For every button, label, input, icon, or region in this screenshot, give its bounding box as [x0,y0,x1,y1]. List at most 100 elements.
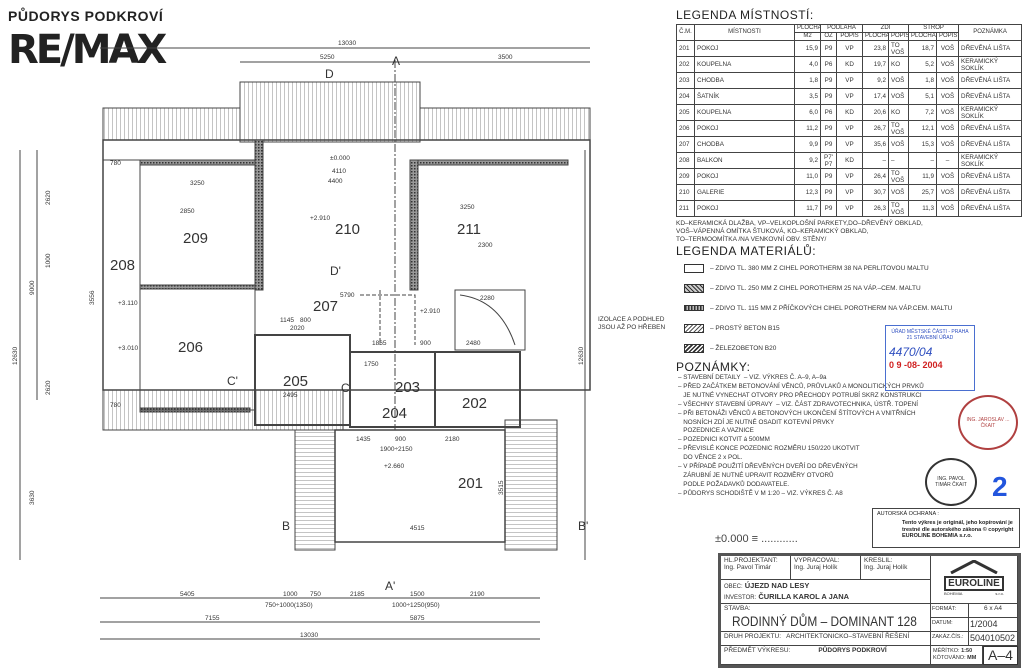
room-203: 203 [395,379,420,396]
floor-plan: D A D' C' C B B' A' 201 202 203 204 205 … [12,40,591,640]
sheet-mark: 2 [992,471,1008,502]
table-cell: 211 [676,200,695,217]
sheet-number: A–4 [983,646,1018,665]
room-209: 209 [183,230,208,247]
svg-text:12630: 12630 [578,347,585,365]
table-cell: DŘEVĚNÁ LIŠTA [958,72,1023,89]
svg-text:1900÷2150: 1900÷2150 [380,446,413,453]
table-cell: VP [836,184,863,201]
table-cell: VOŠ [936,200,960,217]
table-cell: 6,0 [794,104,821,121]
table-cell: VOŠ [936,168,960,185]
svg-text:4110: 4110 [332,168,346,175]
svg-text:3500: 3500 [498,54,513,61]
table-cell: VOŠ [936,88,960,105]
notes-title: POZNÁMKY: [676,360,751,374]
table-cell: 7,2 [908,104,938,121]
abbreviations: KD–KERAMICKÁ DLAŽBA, VP–VELKOPLOŠNÍ PARK… [676,220,923,243]
table-cell: P9 [820,184,837,201]
table-cell: POKOJ [694,200,795,217]
table-cell: DŘEVĚNÁ LIŠTA [958,136,1023,153]
swatch-115-icon [684,305,704,311]
table-cell: VOŠ [936,184,960,201]
svg-text:5875: 5875 [410,615,425,622]
room-201-walls [334,429,506,543]
svg-text:4400: 4400 [328,178,343,185]
svg-text:2190: 2190 [470,591,485,598]
roof-logo-icon [950,559,998,575]
table-cell: VOŠ [936,120,960,137]
table-cell: P9 [820,88,837,105]
table-cell: DŘEVĚNÁ LIŠTA [958,120,1023,137]
table-cell: DŘEVĚNÁ LIŠTA [958,40,1023,57]
table-cell: 1,8 [908,72,938,89]
svg-text:2480: 2480 [466,340,481,347]
material-item: – ZDIVO TL. 115 MM Z PŘÍČKOVÝCH CIHEL PO… [684,298,1021,318]
note-item: – PŮDORYS SCHODIŠTĚ V M 1:20 – VIZ. VÝKR… [678,489,843,497]
svg-text:1000÷1250(950): 1000÷1250(950) [392,602,440,609]
room-208: 208 [110,257,135,274]
note-item: PODLE POŽADAVKŮ DODAVATELE. [678,480,790,488]
table-cell: KERAMICKÝ SOKLÍK [958,152,1023,169]
table-cell: POKOJ [694,168,795,185]
note-item: – STAVEBNÍ DETAILY – VIZ. VÝKRES Č. A–9,… [678,374,827,381]
table-cell: 3,5 [794,88,821,105]
table-cell: KERAMICKÝ SOKLÍK [958,56,1023,73]
svg-text:+2.910: +2.910 [310,215,330,222]
svg-text:900: 900 [420,340,431,347]
table-cell: 19,7 [862,56,889,73]
svg-text:2185: 2185 [350,591,365,598]
svg-text:2020: 2020 [290,325,305,332]
table-cell: 26,3 [862,200,889,217]
material-item: – ZDIVO TL. 250 MM Z CIHEL POROTHERM 25 … [684,278,1021,298]
room-211: 211 [457,221,481,238]
note-item: POZEDNICE A VAZNICE [678,427,754,435]
table-cell: VOŠ [887,184,910,201]
svg-text:3556: 3556 [89,290,96,305]
table-cell: P9 [820,72,837,89]
svg-text:3515: 3515 [498,480,505,495]
table-cell: VP [836,136,863,153]
table-cell: CHODBA [694,136,795,153]
table-cell: 203 [676,72,695,89]
table-cell: VP [836,120,863,137]
swatch-250-icon [684,283,704,293]
section-mark-b-prime: B' [578,519,588,533]
note-item: ZÁRUBNÍ JE NUTNÉ UPRAVIT ROZMĚRY OTVORŮ [678,471,834,479]
svg-text:2180: 2180 [445,436,460,443]
table-cell: 209 [676,168,695,185]
table-cell: P7' P7 [820,152,837,169]
table-cell: TO VOŠ [887,120,910,137]
svg-text:3630: 3630 [29,490,36,505]
insulation-note: IZOLACE A PODHLED JSOU AŽ PO HŘEBEN [598,316,666,331]
svg-text:+3.110: +3.110 [118,300,138,307]
table-cell: CHODBA [694,72,795,89]
note-item: JE NUTNÉ VYNECHAT OTVORY PRO PŘECHODY PO… [678,391,922,399]
table-cell: KD [836,152,863,169]
table-cell: 9,2 [862,72,889,89]
table-cell: 35,6 [862,136,889,153]
table-cell: 11,7 [794,200,821,217]
swatch-380-icon [684,263,704,273]
room-204: 204 [382,405,407,422]
table-cell: 17,4 [862,88,889,105]
table-cell: P9 [820,40,837,57]
room-legend-title: LEGENDA MÍSTNOSTÍ: [676,8,814,22]
table-cell: 201 [676,40,695,57]
table-cell: 23,8 [862,40,889,57]
svg-text:9000: 9000 [29,280,36,295]
copyright-box: AUTORSKÁ OCHRANA : Tento výkres je origi… [872,508,1020,548]
table-cell: 25,7 [908,184,938,201]
table-cell: 205 [676,104,695,121]
table-cell: 26,4 [862,168,889,185]
table-cell: 202 [676,56,695,73]
room-202: 202 [462,395,487,412]
